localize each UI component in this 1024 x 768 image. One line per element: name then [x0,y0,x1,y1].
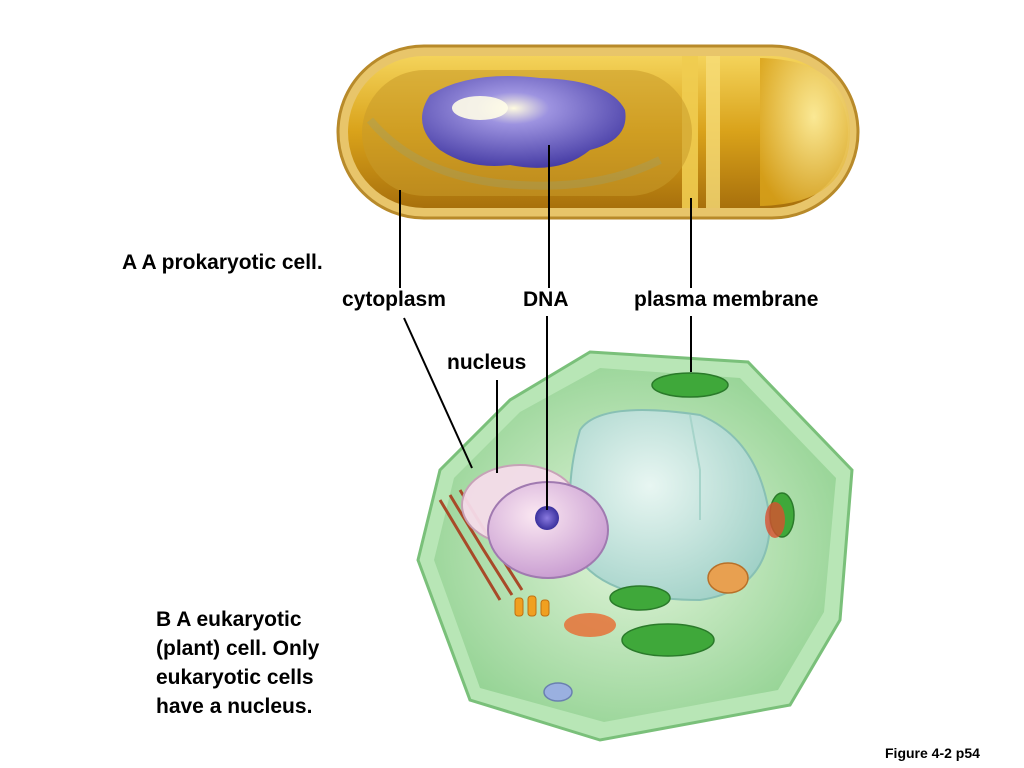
cytoplasm-leader-euk [403,317,473,469]
eukaryotic-caption-line: (plant) cell. Only [156,637,320,660]
figure-reference: Figure 4-2 p54 [885,745,980,761]
eukaryotic-caption: B A eukaryotic (plant) cell. Only eukary… [156,605,319,721]
prokaryotic-cell [336,44,860,220]
label-dna: DNA [523,288,569,311]
eukaryotic-caption-line: eukaryotic cells [156,666,314,689]
label-cytoplasm: cytoplasm [342,288,446,311]
label-plasma-membrane: plasma membrane [634,288,819,311]
prokaryotic-caption: A A prokaryotic cell. [122,251,323,274]
eukaryotic-plant-cell [416,350,854,742]
label-nucleus: nucleus [447,351,527,374]
eukaryotic-caption-line: have a nucleus. [156,695,313,718]
leader-lines [399,145,692,510]
eukaryotic-caption-line: B A eukaryotic [156,608,302,631]
chloroplasts [609,372,795,657]
